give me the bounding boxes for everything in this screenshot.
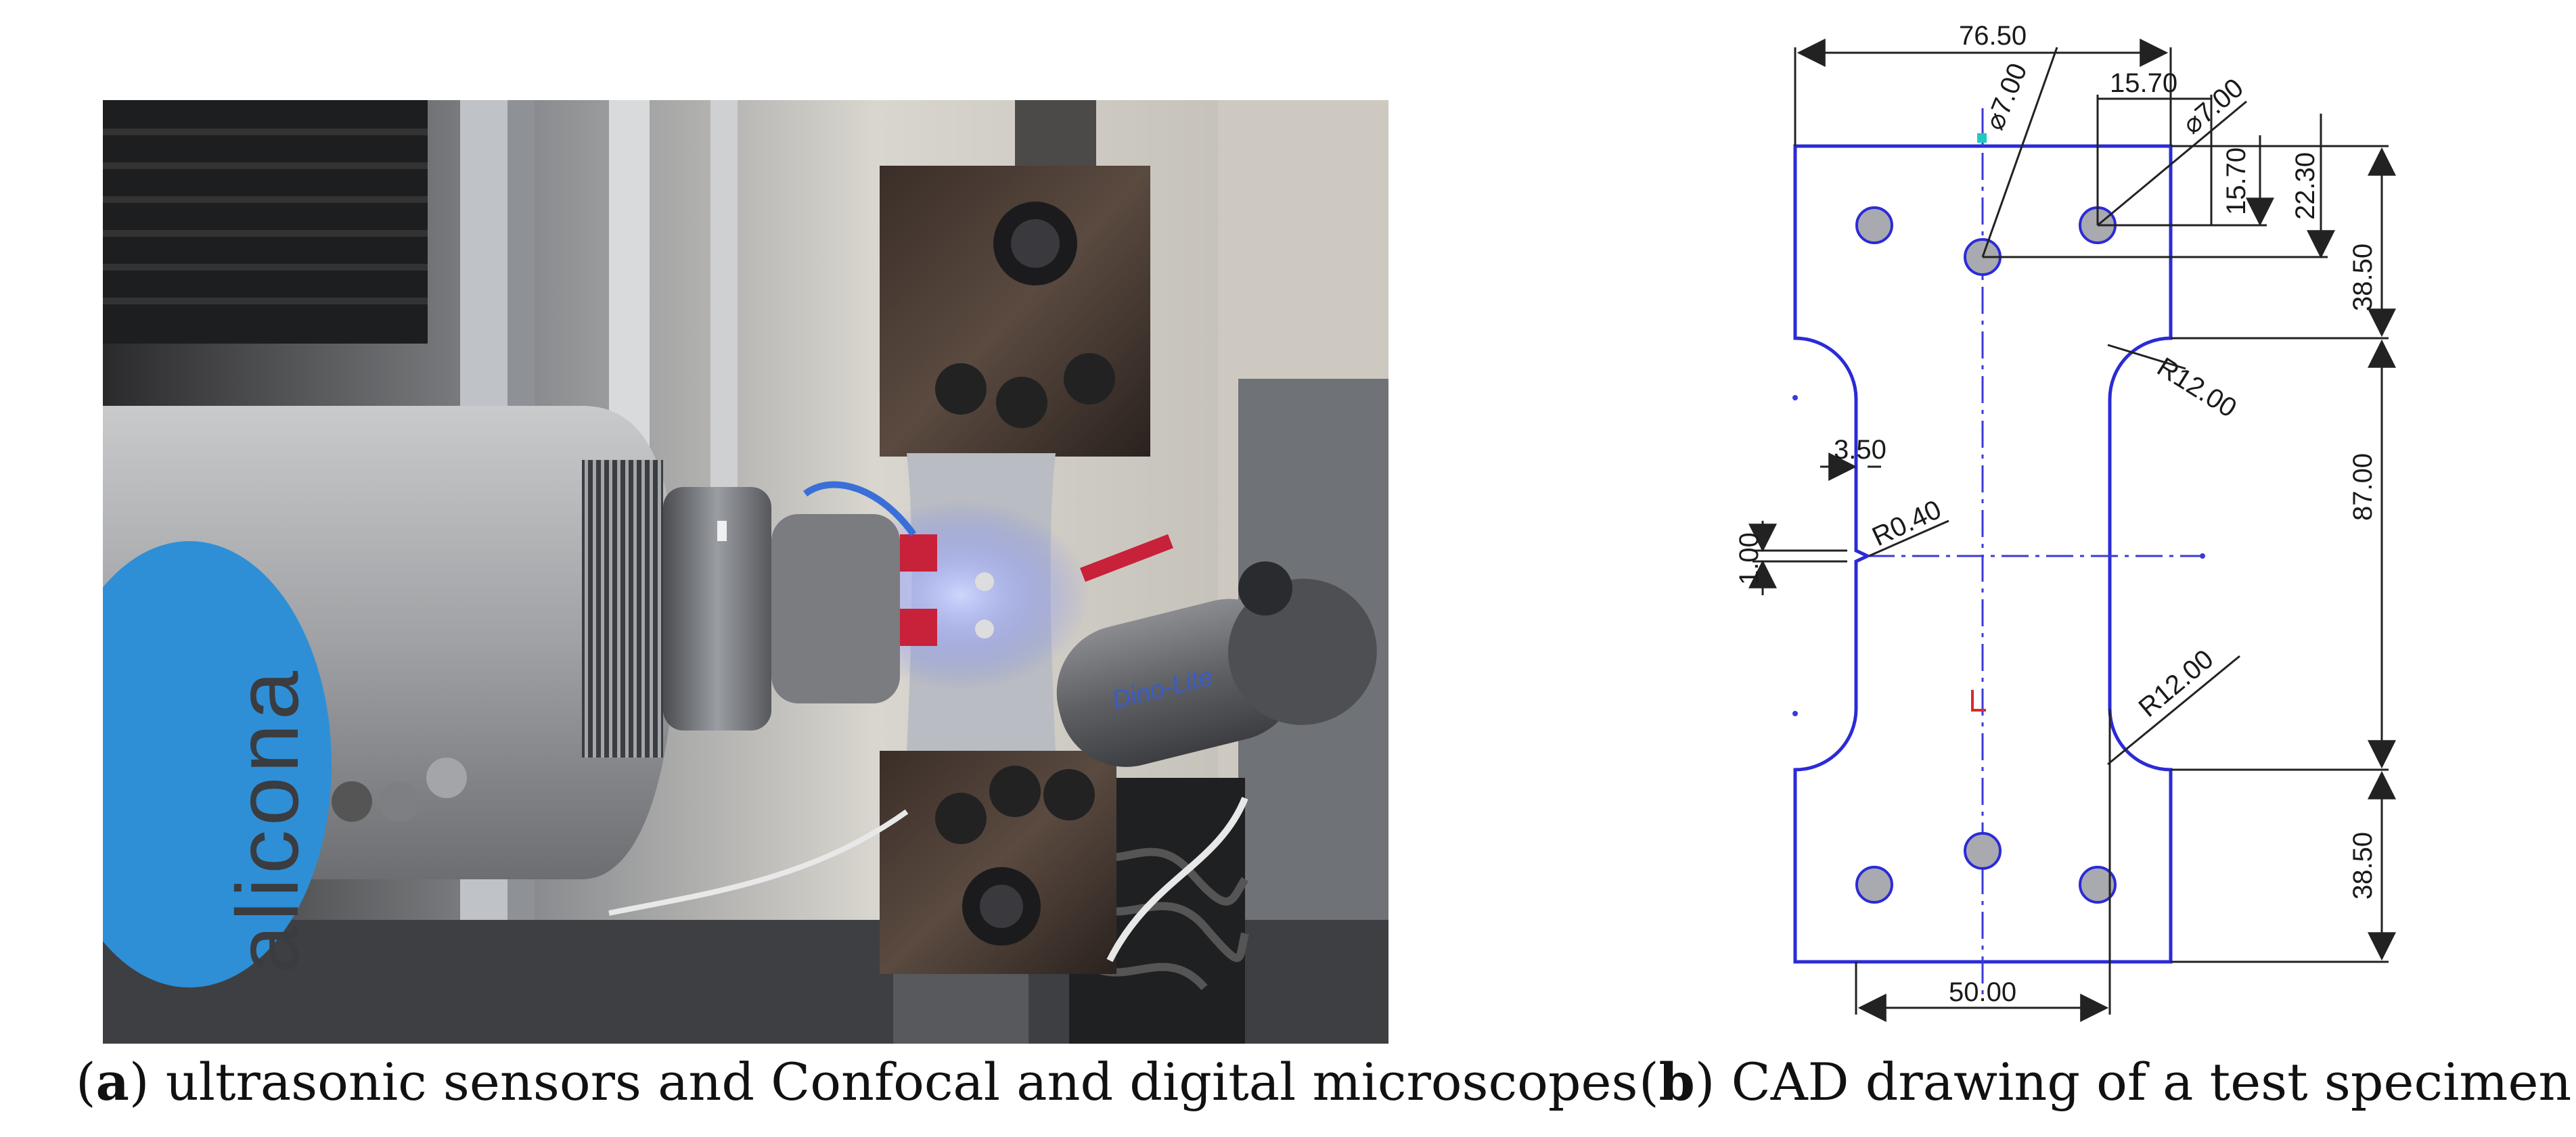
logo-dot bbox=[379, 781, 420, 822]
wall-pipe bbox=[710, 100, 738, 506]
dim-upper-grip-height: 38.50 bbox=[2348, 243, 2378, 311]
focus-ring bbox=[582, 460, 663, 758]
ultrasonic-sensors bbox=[803, 481, 1173, 646]
dimension-lines bbox=[1748, 39, 2396, 1022]
dim-hole-row-offset: 22.30 bbox=[2290, 152, 2320, 220]
confocal-microscope: alicona bbox=[103, 406, 900, 988]
bolt-holes bbox=[1855, 206, 2117, 904]
photo-panel: alicona Dino-Lite bbox=[103, 100, 1388, 1044]
caption-a: (a) ultrasonic sensors and Confocal and … bbox=[76, 1052, 1638, 1112]
dim-hole-spacing: 15.70 bbox=[2110, 68, 2177, 98]
coordinate-marker bbox=[1971, 690, 1986, 712]
dim-lower-grip-height: 38.50 bbox=[2348, 832, 2378, 900]
alicona-brand-text: alicona bbox=[218, 667, 317, 974]
machine-vent bbox=[103, 100, 428, 344]
dim-notch-radius: R0.40 bbox=[1868, 494, 1945, 552]
dim-gauge-length: 87.00 bbox=[2348, 453, 2378, 521]
wire bbox=[608, 809, 909, 916]
focus-knob bbox=[1238, 561, 1292, 616]
logo-dot bbox=[332, 781, 372, 822]
caption-a-text: ultrasonic sensors and Confocal and digi… bbox=[165, 1052, 1638, 1112]
cad-drawing-panel: 76.50 ⌀7.00 15.70 ⌀7.00 15.70 22.30 38.5… bbox=[1734, 21, 2396, 1022]
edge-point bbox=[2200, 553, 2205, 559]
specimen-outline bbox=[1793, 144, 2173, 964]
dim-notch-depth: 3.50 bbox=[1834, 435, 1886, 465]
dimension-labels: 76.50 ⌀7.00 15.70 ⌀7.00 15.70 22.30 38.5… bbox=[1734, 21, 2378, 1007]
dim-notch-width: 1.00 bbox=[1734, 532, 1764, 585]
objective-lens bbox=[663, 487, 771, 730]
caption-a-letter: a bbox=[95, 1052, 129, 1112]
dim-hole-diameter-center: ⌀7.00 bbox=[1980, 59, 2033, 134]
dim-hole-vertical-offset: 15.70 bbox=[2221, 147, 2251, 215]
digital-microscope: Dino-Lite bbox=[1056, 561, 1377, 767]
vent-slats bbox=[103, 129, 428, 304]
edge-point bbox=[1792, 711, 1798, 716]
objective-tip bbox=[771, 514, 900, 703]
logo-dot bbox=[426, 758, 467, 798]
caption-b: (b) CAD drawing of a test specimen. bbox=[1639, 1045, 2576, 1119]
dim-gauge-width: 50.00 bbox=[1949, 977, 2016, 1007]
origin-marker bbox=[1977, 133, 1987, 143]
caption-b-text: CAD drawing of a test specimen. bbox=[1731, 1052, 2576, 1112]
caption-b-letter: b bbox=[1658, 1052, 1695, 1112]
cable-tie bbox=[1106, 797, 1248, 962]
lower-grip-rod bbox=[893, 974, 1029, 1044]
dim-fillet-upper: R12.00 bbox=[2152, 352, 2242, 423]
alicona-logo-disk bbox=[103, 541, 332, 988]
bolts bbox=[935, 202, 1115, 946]
edge-point bbox=[1792, 395, 1798, 400]
dim-overall-width: 76.50 bbox=[1959, 21, 2027, 51]
